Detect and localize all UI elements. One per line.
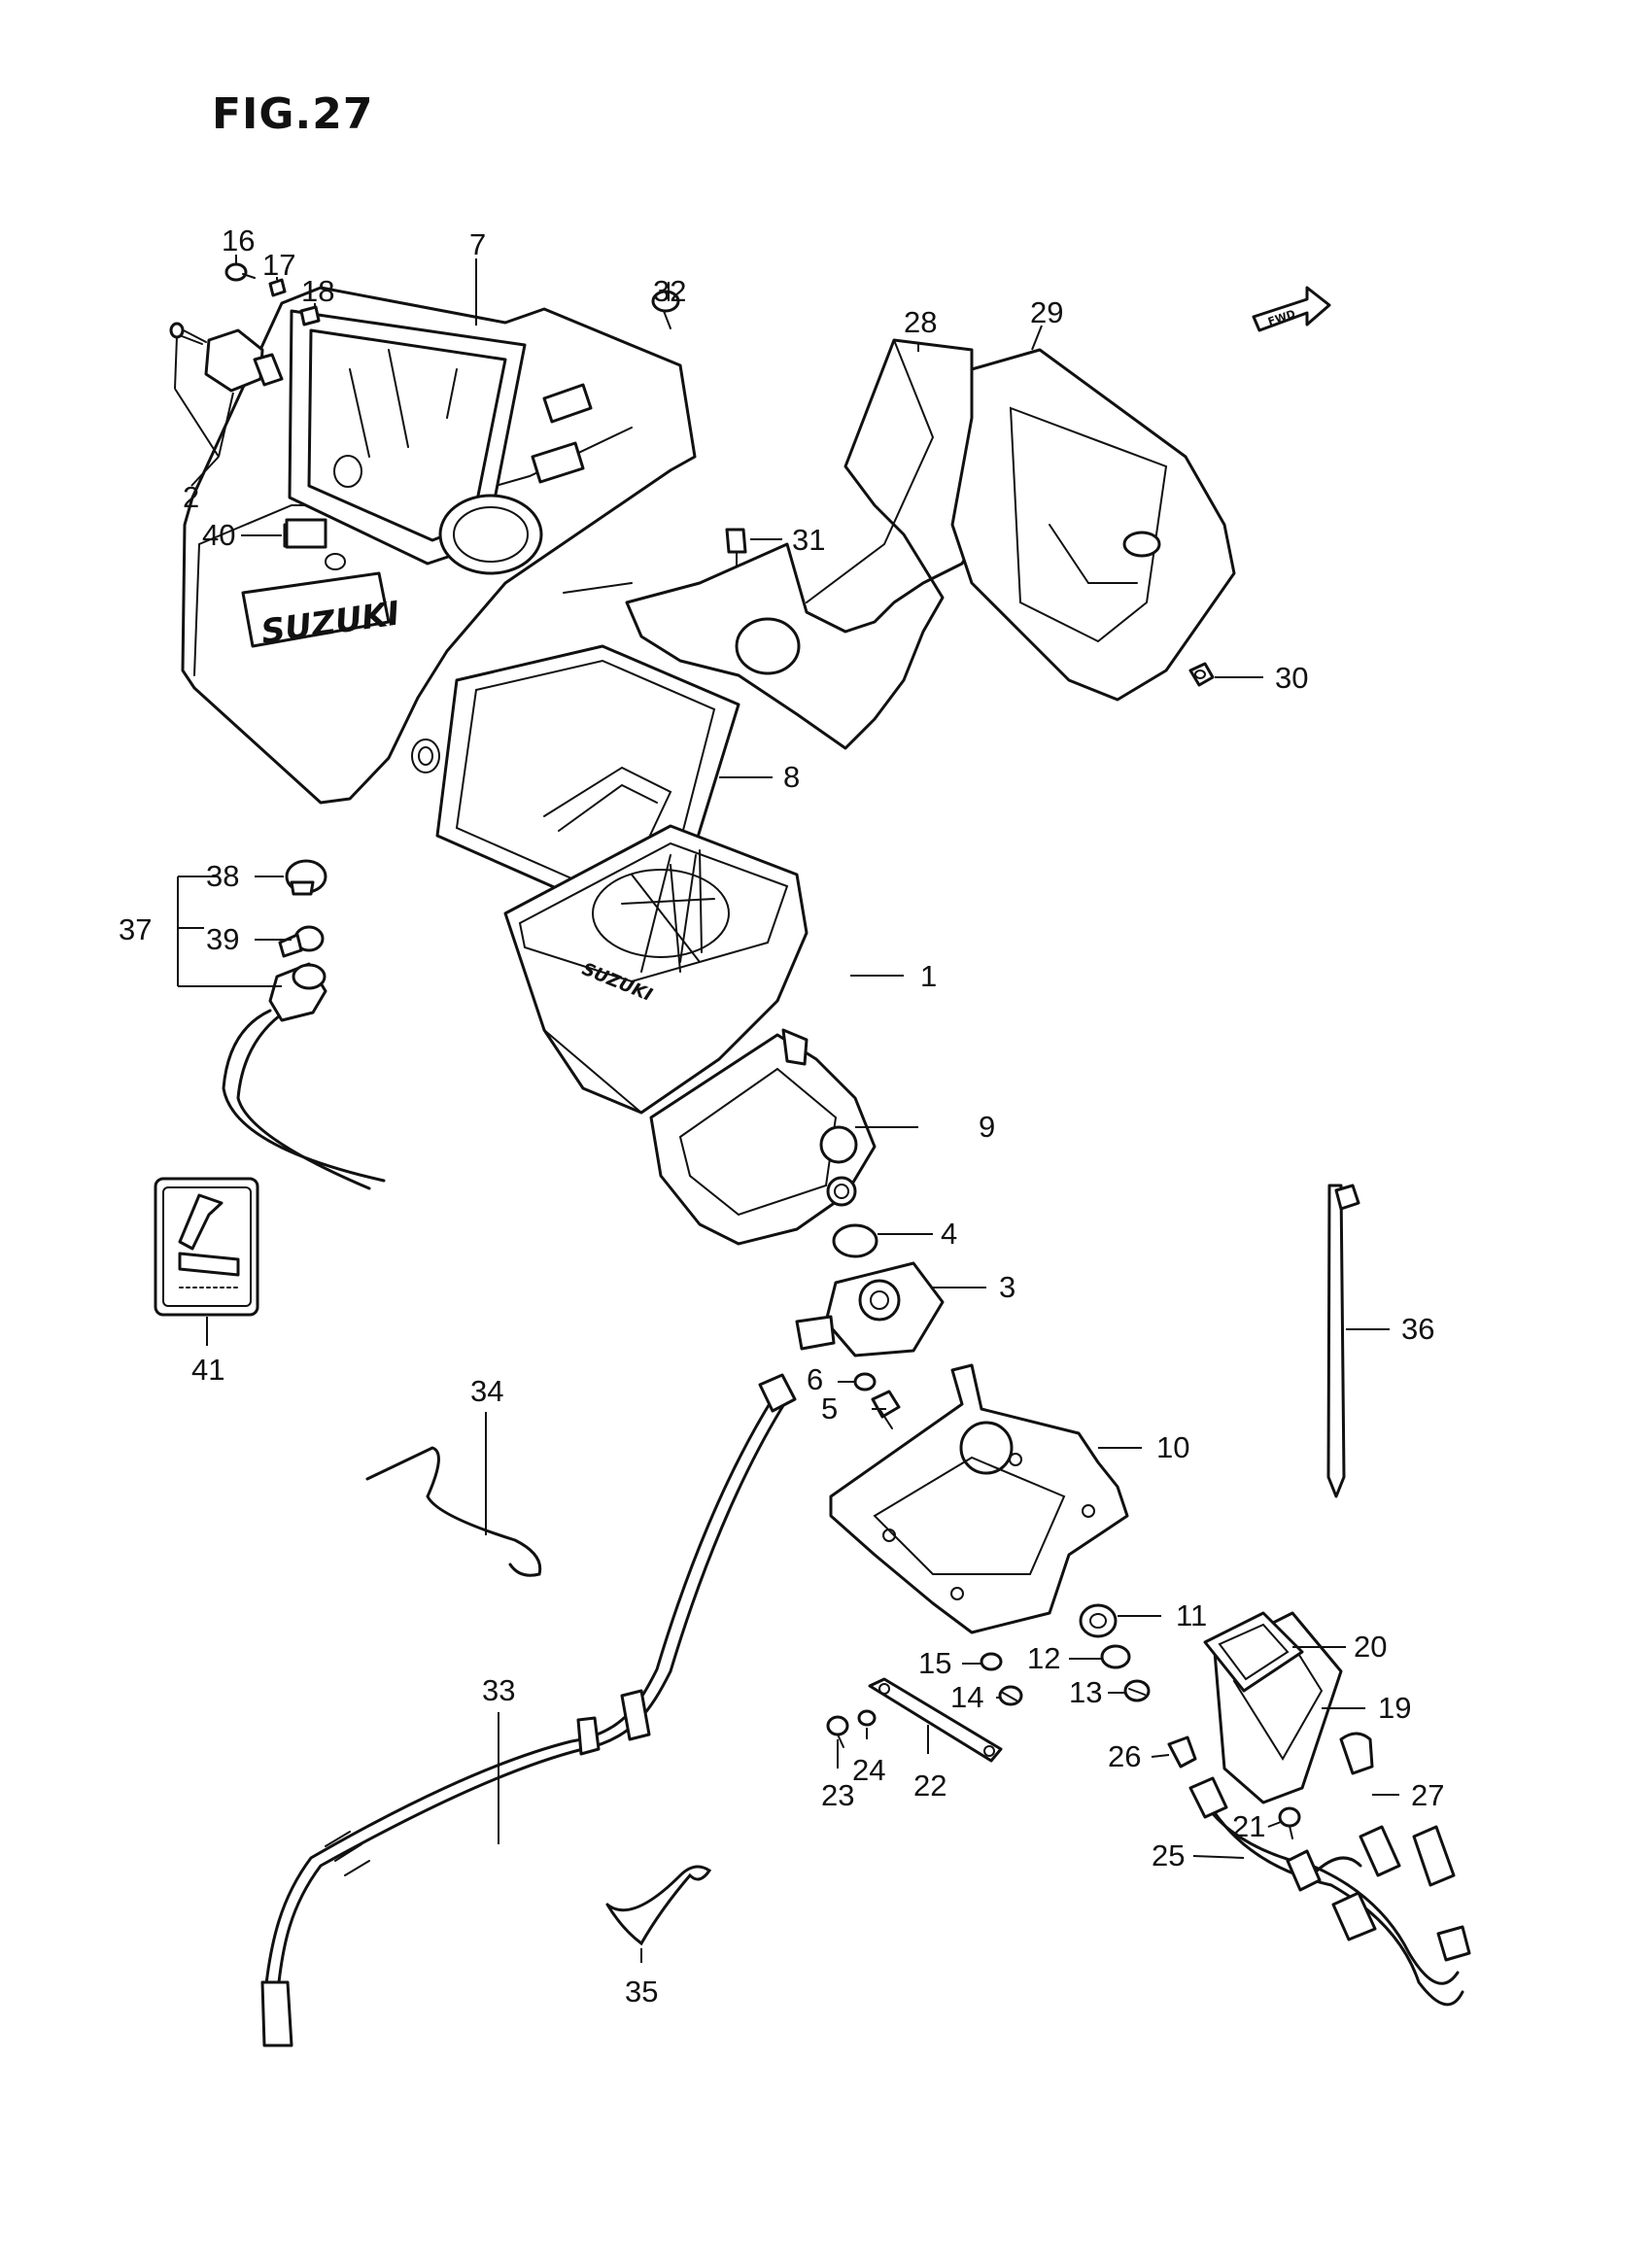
callout-20: 20 <box>1354 1630 1387 1664</box>
callout-38: 38 <box>206 859 239 893</box>
callout-17: 17 <box>262 248 295 282</box>
callout-28: 28 <box>904 305 937 339</box>
bulb-27 <box>1339 1732 1374 1775</box>
leader-lines <box>174 255 1399 1963</box>
callout-labels: 1 2 3 4 5 6 7 8 9 10 11 12 13 14 15 16 1… <box>119 223 1444 2009</box>
washer-6 <box>853 1372 877 1391</box>
screw-32 <box>651 290 680 329</box>
washer-12 <box>1100 1644 1131 1669</box>
callout-41: 41 <box>191 1353 224 1387</box>
callout-27: 27 <box>1411 1778 1444 1812</box>
callout-2: 2 <box>183 480 199 514</box>
callout-6: 6 <box>807 1362 823 1396</box>
callout-5: 5 <box>821 1391 838 1425</box>
callout-10: 10 <box>1156 1430 1189 1464</box>
callout-16: 16 <box>222 223 255 258</box>
warning-decal-41 <box>154 1177 259 1317</box>
callout-36: 36 <box>1401 1312 1434 1346</box>
clip-35 <box>605 1865 712 1946</box>
callout-29: 29 <box>1030 295 1063 329</box>
callout-37: 37 <box>119 912 152 946</box>
callout-30: 30 <box>1275 661 1308 695</box>
callout-24: 24 <box>852 1753 885 1787</box>
bulb-38 <box>285 859 327 896</box>
callout-22: 22 <box>913 1769 946 1803</box>
trip-knob-2 <box>169 322 284 393</box>
callout-40: 40 <box>202 518 235 552</box>
meter-assembly: SUZUKI <box>503 824 809 1115</box>
speedometer-gear-box <box>795 1261 945 1357</box>
washer-15 <box>980 1652 1003 1671</box>
screw-14 <box>998 1685 1023 1706</box>
washer-17 <box>268 278 287 297</box>
figure-title: FIG.27 <box>212 89 374 139</box>
callout-39: 39 <box>206 922 239 956</box>
callout-23: 23 <box>821 1778 854 1812</box>
callout-12: 12 <box>1027 1641 1060 1675</box>
callout-8: 8 <box>783 760 800 794</box>
bulb-socket-wiring-37 <box>222 962 386 1190</box>
screw-21 <box>1278 1806 1301 1839</box>
callout-19: 19 <box>1378 1691 1411 1725</box>
plate-22 <box>868 1677 1003 1763</box>
callout-33: 33 <box>482 1673 515 1707</box>
callout-11: 11 <box>1176 1598 1207 1632</box>
callout-21: 21 <box>1232 1809 1265 1843</box>
callout-31: 31 <box>792 523 825 557</box>
callout-34: 34 <box>470 1374 503 1408</box>
callout-15: 15 <box>918 1646 951 1680</box>
fwd-arrow-icon: FWD <box>1252 286 1331 332</box>
meter-lower-case <box>649 1028 877 1246</box>
nut-13 <box>1123 1679 1151 1702</box>
callout-9: 9 <box>979 1110 995 1144</box>
callout-32: 32 <box>653 274 686 308</box>
callout-3: 3 <box>999 1270 1015 1304</box>
wire-clip-34 <box>365 1446 542 1577</box>
screw-31 <box>725 528 747 567</box>
o-ring <box>832 1223 878 1258</box>
callout-13: 13 <box>1069 1675 1102 1709</box>
indicator-label-40 <box>285 518 327 549</box>
callout-7: 7 <box>469 227 486 261</box>
meter-bracket <box>829 1363 1129 1634</box>
callout-26: 26 <box>1108 1739 1141 1773</box>
callout-18: 18 <box>301 274 334 308</box>
bulb-39 <box>278 925 325 958</box>
screw-23 <box>826 1715 849 1748</box>
grommet-11 <box>1079 1603 1118 1638</box>
socket-wiring-harness <box>1188 1776 1471 2007</box>
headlight-cover-29 <box>950 348 1236 702</box>
screw-16 <box>224 262 256 282</box>
bolt-5 <box>871 1390 901 1429</box>
washer-24 <box>857 1709 877 1727</box>
bulb-26 <box>1167 1735 1197 1769</box>
instrument-cover-housing: SUZUKI <box>181 286 697 805</box>
callout-1: 1 <box>920 959 937 993</box>
callout-4: 4 <box>941 1217 957 1251</box>
washer-18 <box>299 305 321 326</box>
callout-35: 35 <box>625 1975 658 2009</box>
callout-25: 25 <box>1152 1838 1185 1872</box>
speedometer-cable <box>260 1373 797 2047</box>
cable-tie <box>1326 1184 1360 1498</box>
callout-14: 14 <box>950 1680 983 1714</box>
indicator-lens-cover <box>1203 1611 1304 1693</box>
screw-30 <box>1188 662 1215 687</box>
